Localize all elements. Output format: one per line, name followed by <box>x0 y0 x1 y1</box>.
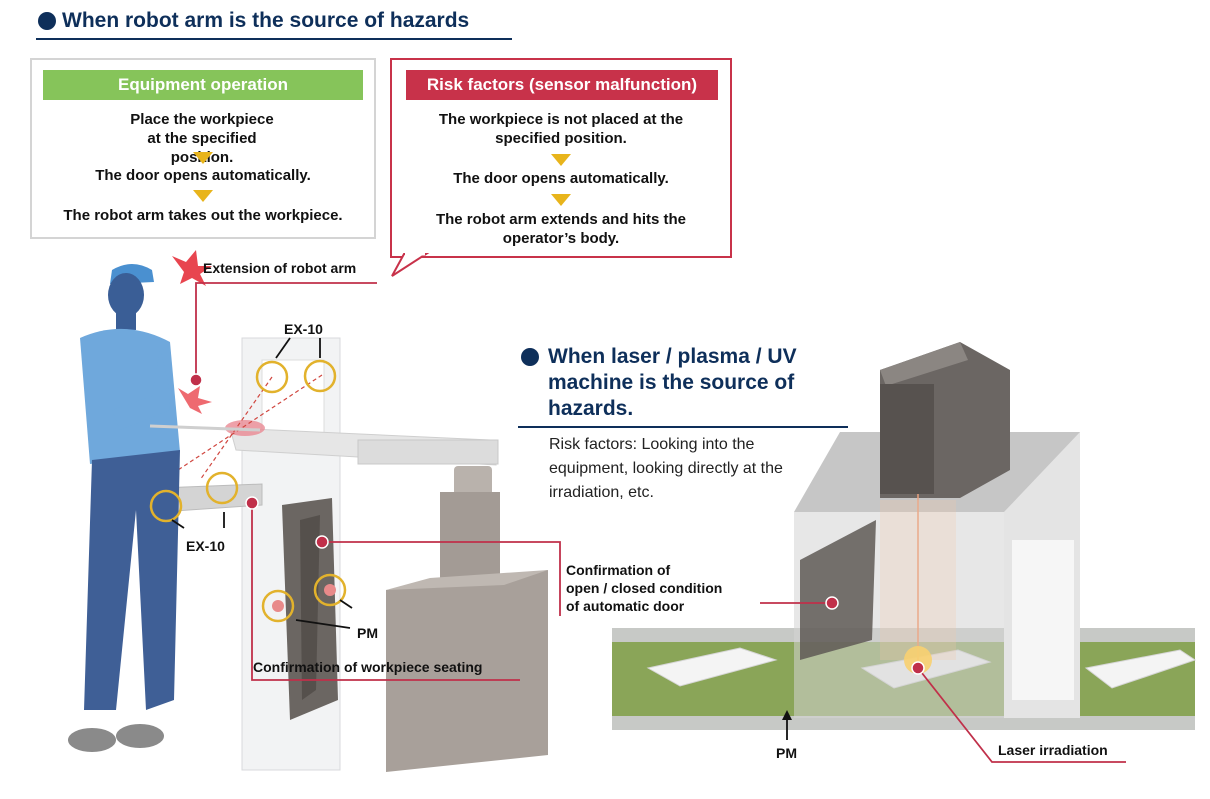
equipment-operation-title: Equipment operation <box>43 70 363 100</box>
pm-label-laser: PM <box>776 745 797 761</box>
worker-illustration <box>68 264 261 752</box>
laser-risk-line2: equipment, looking directly at the <box>549 460 783 477</box>
pm-label-robot: PM <box>357 625 378 641</box>
pm-sensor-2 <box>313 573 347 607</box>
laser-heading-line1: When laser / plasma / UV <box>548 345 797 368</box>
robot-section-heading: When robot arm is the source of hazards <box>62 9 470 32</box>
ex10-label-top: EX-10 <box>284 321 323 337</box>
door-label-3: of automatic door <box>566 598 685 614</box>
robot-machine-illustration <box>159 337 548 772</box>
ex10-sensor-3 <box>149 489 183 523</box>
laser-heading-underline <box>518 426 848 428</box>
robot-base <box>386 570 548 772</box>
laser-irradiation-label: Laser irradiation <box>998 742 1108 758</box>
risk-step-1: The workpiece is not placed at the speci… <box>438 111 684 147</box>
laser-risk-line1: Risk factors: Looking into the <box>549 436 755 453</box>
down-arrow-icon <box>193 152 213 164</box>
down-arrow-icon <box>551 154 571 166</box>
equipment-step-2: The door opens automatically. <box>95 167 311 184</box>
laser-sparkle-icon <box>904 646 932 674</box>
section-bullet-icon <box>38 12 56 30</box>
equipment-operation-box: Equipment operation Place the workpiece … <box>30 58 376 239</box>
risk-factors-box: Risk factors (sensor malfunction) The wo… <box>390 58 732 258</box>
down-arrow-icon <box>551 194 571 206</box>
laser-heading-line2: machine is the source of <box>548 371 795 394</box>
extension-label: Extension of robot arm <box>203 260 357 276</box>
risk-factors-title: Risk factors (sensor malfunction) <box>406 70 718 100</box>
impact-burst-small-icon <box>178 386 212 414</box>
equipment-step-3: The robot arm takes out the workpiece. <box>63 207 343 224</box>
ex10-sensor-1 <box>255 360 289 394</box>
section-bullet-icon <box>521 348 539 366</box>
laser-machine-illustration <box>612 342 1197 730</box>
impact-burst-icon <box>172 250 212 286</box>
laser-door <box>800 520 876 660</box>
laser-heading-line3: hazards. <box>548 397 634 420</box>
door-label-1: Confirmation of <box>566 562 671 578</box>
ex10-label-bottom: EX-10 <box>186 538 225 554</box>
risk-step-2: The door opens automatically. <box>453 170 669 187</box>
laser-risk-line3: irradiation, etc. <box>549 484 654 501</box>
door-label-2: open / closed condition <box>566 580 723 596</box>
heading-underline <box>36 38 512 40</box>
down-arrow-icon <box>193 190 213 202</box>
ex10-sensor-2 <box>303 359 337 393</box>
pm-sensor-1 <box>261 589 295 623</box>
ex10-sensor-4 <box>205 471 239 505</box>
seating-label: Confirmation of workpiece seating <box>253 659 483 675</box>
risk-step-3: The robot arm extends and hits the opera… <box>435 211 687 247</box>
